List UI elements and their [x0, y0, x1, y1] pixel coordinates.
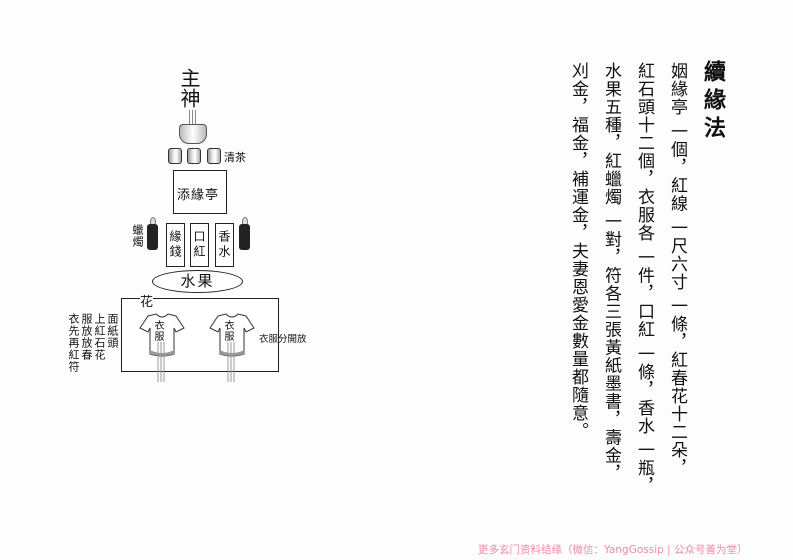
footer-watermark: 更多玄门资料结缘（微信：YangGossip | 公众号善为堂）	[478, 544, 748, 556]
left-note-4: 衣先再紅符	[67, 313, 80, 373]
tea-label: 清茶	[224, 151, 246, 164]
item-box-lipstick: 口紅	[190, 223, 209, 267]
text-column-4: 刈金，福金，補運金，夫妻恩愛金數量都隨意。	[568, 62, 588, 440]
clothes-label: 衣服	[222, 320, 233, 342]
left-note-3: 服放放春	[80, 313, 93, 361]
clothes-label: 衣服	[152, 320, 163, 342]
item-label: 香水	[217, 230, 231, 260]
item-box-money: 緣錢	[166, 223, 185, 267]
item-box-perfume: 香水	[215, 223, 234, 267]
text-column-1: 姻緣亭 一個，紅線 一尺六寸 一條，紅春花十二朵，	[667, 62, 687, 478]
fruit-ellipse: 水果	[152, 270, 243, 293]
clothes-box	[121, 298, 279, 372]
shirt-icon	[139, 313, 185, 382]
pavilion-label: 添緣亭	[177, 188, 220, 203]
clothes-note: 衣服分開放	[259, 334, 307, 345]
tea-cup-icon	[207, 148, 221, 164]
candle-icon	[239, 224, 250, 250]
left-note-2: 上紅石花	[93, 313, 106, 361]
item-label: 緣錢	[168, 230, 182, 260]
text-column-3: 水果五種，紅蠟燭 一對，符各三張黃紙墨書，壽金，	[601, 62, 621, 483]
candle-label: 蠟燭	[131, 224, 144, 248]
text-column-2: 紅石頭十二個，衣服各 一件，口紅 一條，香水 一瓶，	[634, 62, 654, 496]
tea-cup-icon	[168, 148, 182, 164]
flower-label: 花	[140, 295, 154, 310]
incense-burner-icon	[179, 124, 207, 144]
candle-icon	[147, 224, 158, 250]
item-label: 口紅	[192, 230, 206, 260]
shirt-icon	[209, 313, 255, 382]
deity-label: 主神	[177, 68, 201, 108]
pavilion-box: 添緣亭	[173, 170, 227, 214]
tea-cup-icon	[187, 148, 201, 164]
left-note-1: 面紙頭	[106, 313, 119, 349]
section-title: 續緣法	[700, 60, 725, 144]
